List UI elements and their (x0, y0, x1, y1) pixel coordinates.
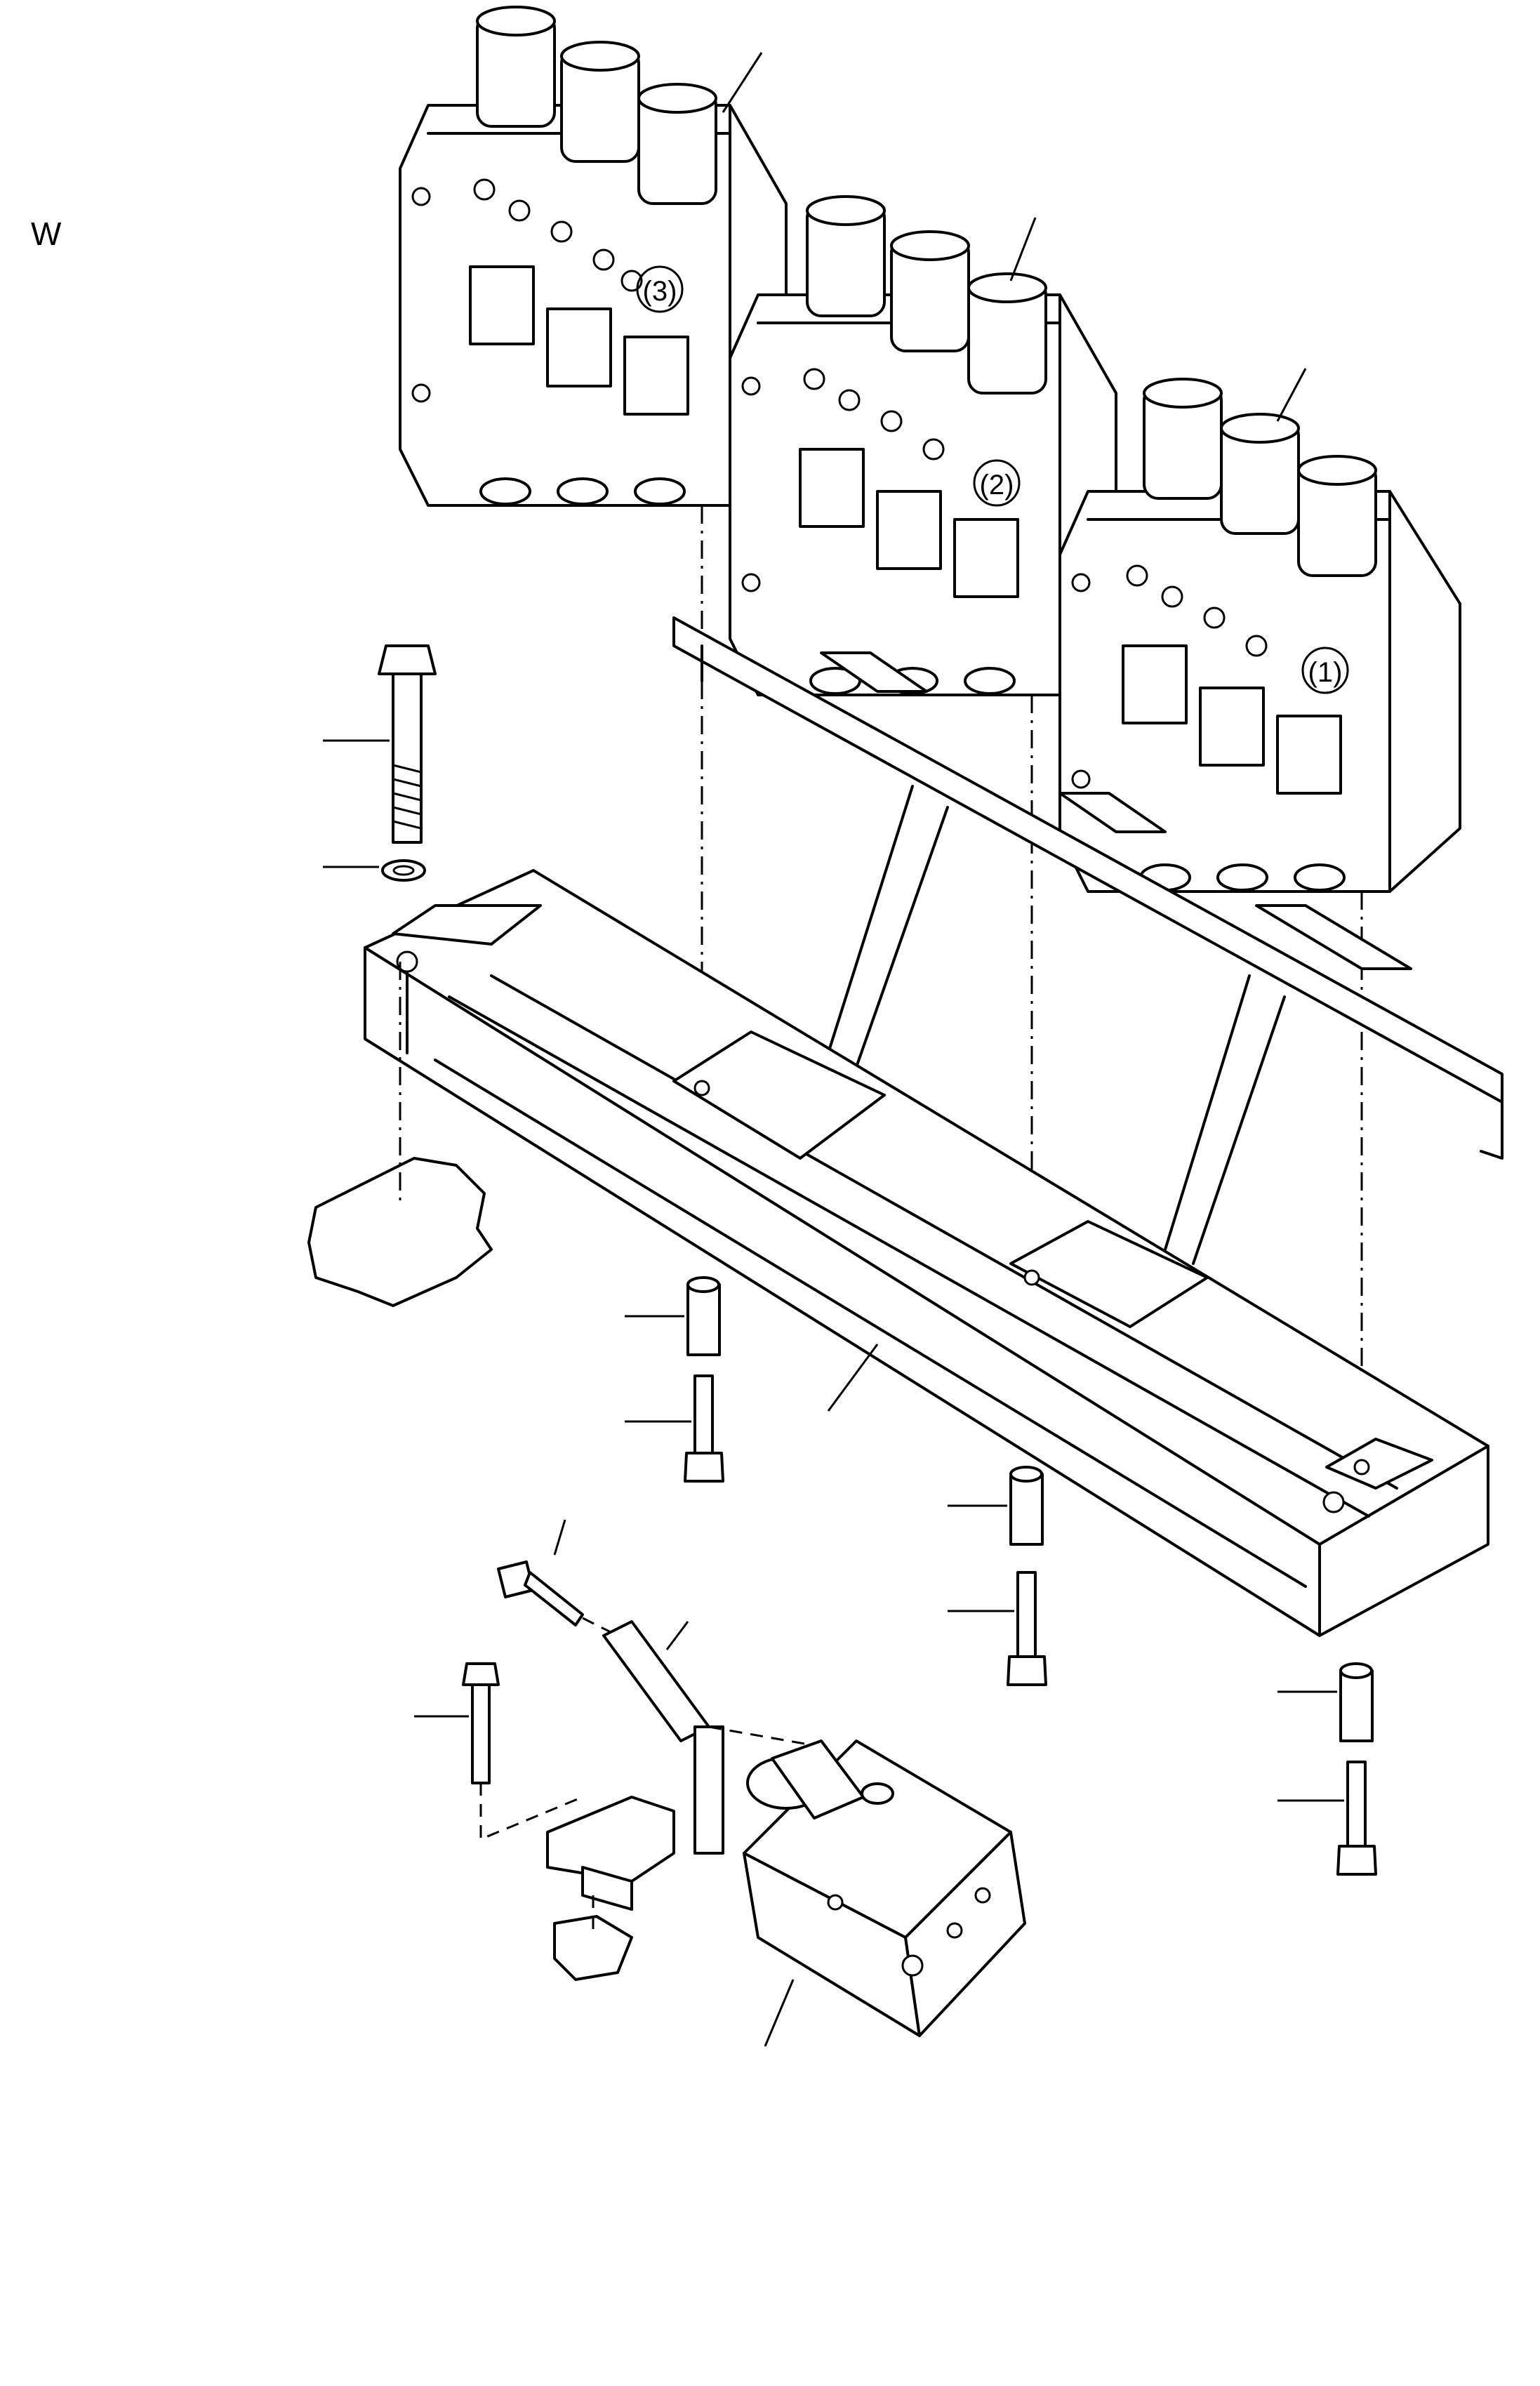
bolt-left (684, 1374, 724, 1483)
valve-block-2 (729, 195, 1117, 696)
base-frame (364, 869, 1489, 1637)
spacer-right (1339, 1662, 1374, 1742)
corner-letter: W (31, 216, 62, 252)
callout-3: (3) (643, 276, 677, 307)
upper-cross-beam (672, 616, 1504, 1265)
callout-2: (2) (980, 470, 1014, 501)
callout-bubble-3 (636, 265, 684, 313)
floor-pad (553, 1915, 633, 1981)
spacer-left (686, 1276, 721, 1356)
support-bracket (546, 1620, 724, 1911)
hex-bolt-top (378, 644, 437, 844)
callout-bubble-1 (1301, 647, 1349, 694)
valve-block-3 (399, 6, 788, 507)
angled-bolt (497, 1560, 584, 1626)
valve-block-1 (1058, 378, 1461, 893)
small-bolt (462, 1662, 500, 1784)
callout-1: (1) (1308, 657, 1343, 688)
manifold-block (743, 1739, 1026, 2037)
bolt-right (1336, 1761, 1377, 1876)
spacer-middle (1009, 1466, 1044, 1546)
mount-pad (307, 1157, 493, 1307)
callout-bubble-2 (973, 459, 1021, 507)
bolt-middle (1007, 1571, 1047, 1686)
